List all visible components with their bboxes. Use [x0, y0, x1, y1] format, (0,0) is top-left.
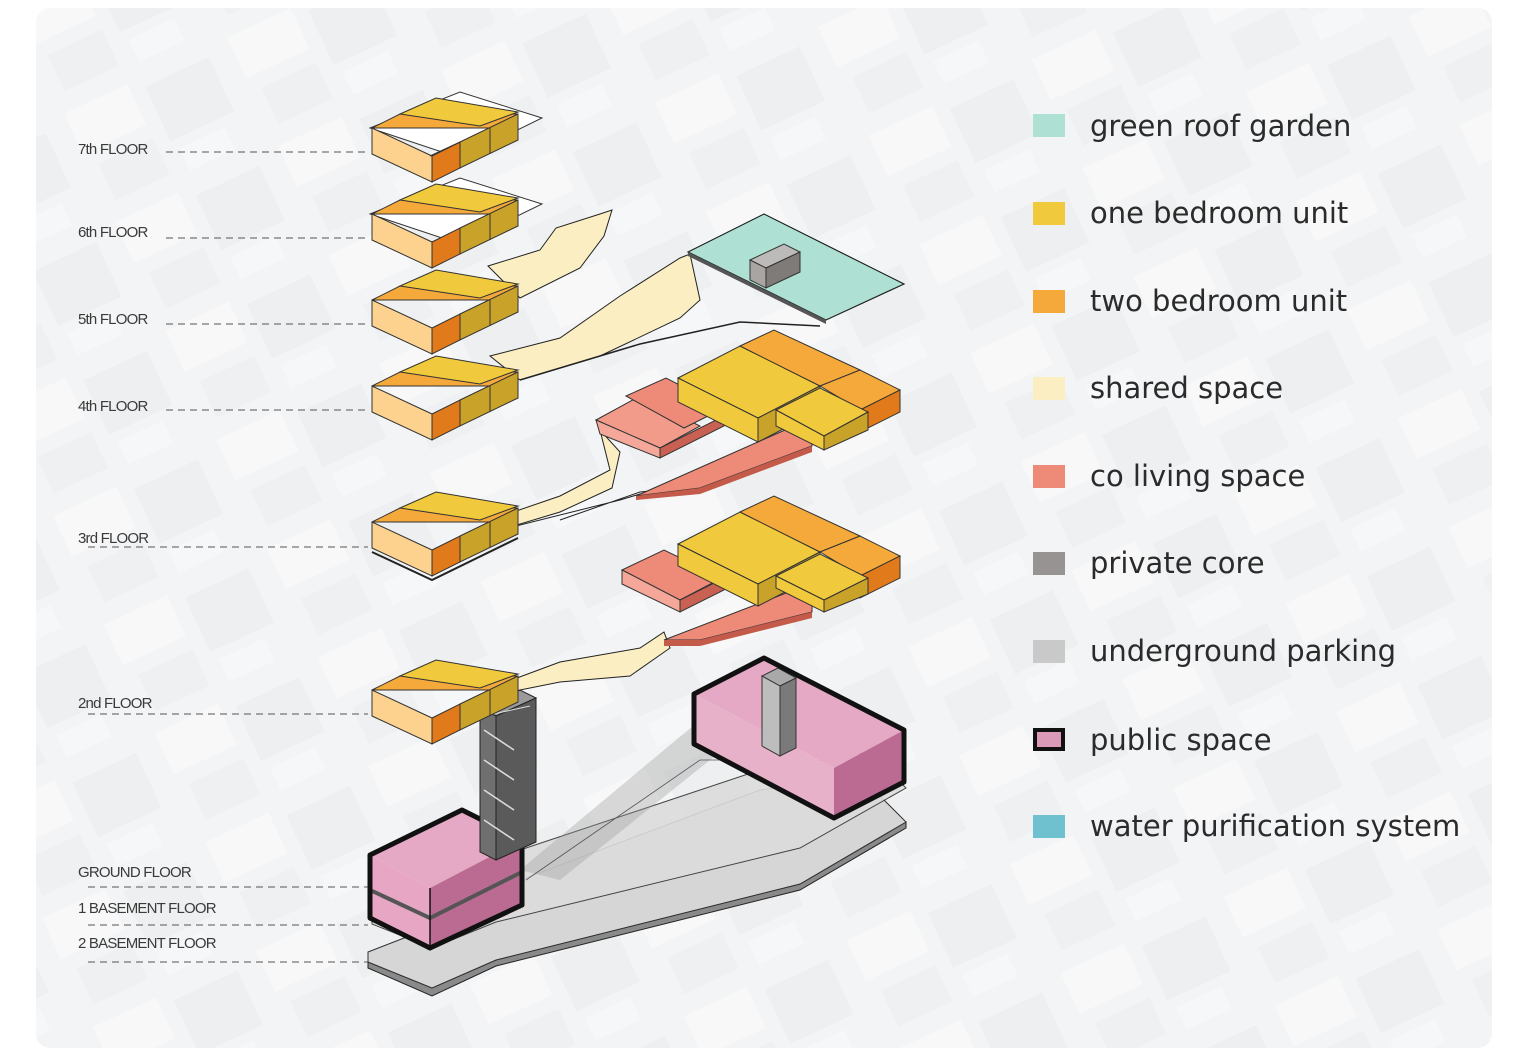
legend-label-water-purification: water purification system [1090, 809, 1460, 843]
unit-stack-4th [371, 355, 520, 441]
fourth-floor-colliving [594, 377, 813, 500]
legend-swatch-two-bedroom [1033, 290, 1065, 313]
legend-label-private-core: private core [1090, 546, 1265, 580]
legend-swatch-parking [1033, 640, 1065, 663]
floor-label-5: 5th FLOOR [78, 311, 148, 328]
floor-label-basement-2: 2 BASEMENT FLOOR [78, 935, 217, 952]
floor-label-7: 7th FLOOR [78, 141, 148, 158]
legend-swatch-shared-space [1033, 377, 1065, 400]
legend-swatch-green-roof [1033, 114, 1065, 137]
shared-space-ribbons [487, 209, 821, 695]
second-floor-units [676, 495, 902, 613]
fourth-floor-units [676, 329, 902, 451]
legend-label-parking: underground parking [1090, 634, 1396, 668]
floor-label-6: 6th FLOOR [78, 224, 148, 241]
legend-label-co-living: co living space [1090, 459, 1305, 493]
unit-stack-3rd [371, 491, 520, 582]
floor-label-4: 4th FLOOR [78, 398, 148, 415]
legend: green roof garden one bedroom unit two b… [1033, 109, 1460, 843]
green-roof-garden [686, 213, 906, 324]
unit-stack-7th [368, 91, 544, 183]
legend-swatch-water-purification [1033, 815, 1065, 838]
unit-stack-6th [368, 177, 544, 269]
legend-swatch-public-space [1033, 728, 1065, 751]
legend-label-green-roof: green roof garden [1090, 109, 1351, 143]
legend-label-two-bedroom: two bedroom unit [1090, 284, 1347, 318]
public-space-right [691, 655, 907, 821]
floor-label-basement-1: 1 BASEMENT FLOOR [78, 900, 217, 917]
floor-label-ground: GROUND FLOOR [78, 864, 192, 881]
legend-label-public-space: public space [1090, 723, 1272, 757]
floor-label-2: 2nd FLOOR [78, 695, 153, 712]
legend-label-shared-space: shared space [1090, 371, 1283, 405]
floor-labels: 7th FLOOR 6th FLOOR 5th FLOOR 4th FLOOR … [78, 141, 368, 963]
unit-stack-2nd [371, 659, 520, 745]
floor-label-3: 3rd FLOOR [78, 530, 149, 547]
second-floor-colliving [620, 549, 813, 646]
legend-label-one-bedroom: one bedroom unit [1090, 196, 1348, 230]
legend-swatch-private-core [1033, 552, 1065, 575]
unit-stack-5th [371, 269, 520, 355]
legend-swatch-co-living [1033, 465, 1065, 488]
legend-swatch-one-bedroom [1033, 202, 1065, 225]
